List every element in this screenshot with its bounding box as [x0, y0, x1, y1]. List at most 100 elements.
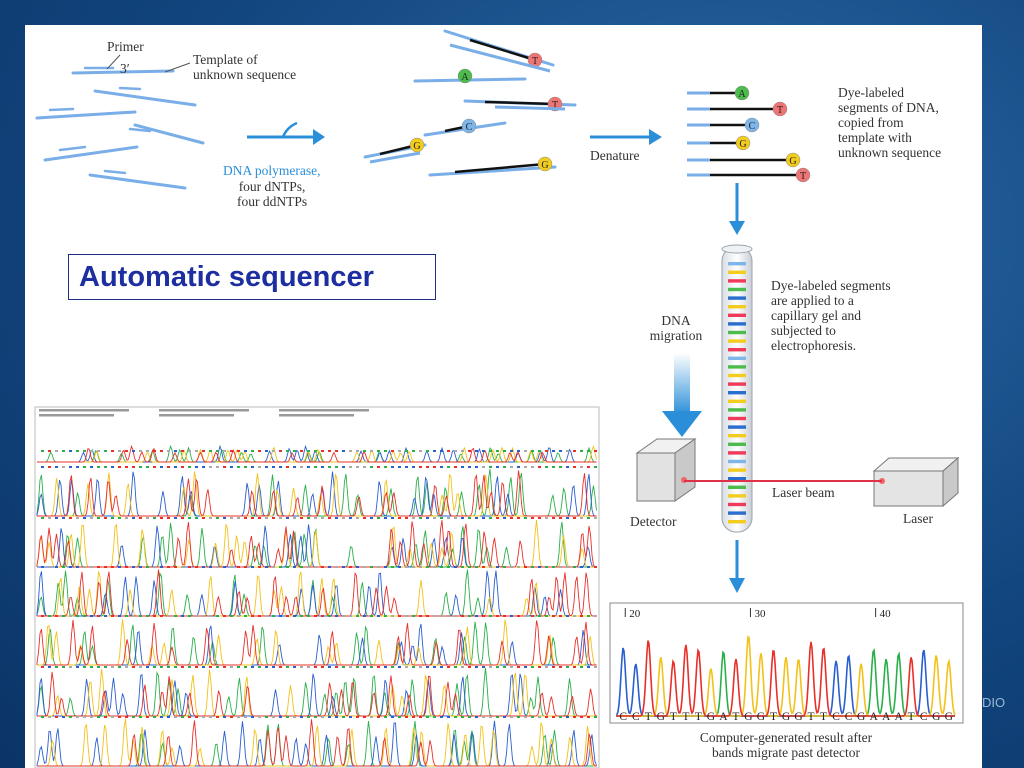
base-call: T	[770, 711, 777, 723]
brand-mark: DIO	[982, 695, 1006, 710]
svg-text:A: A	[461, 72, 469, 83]
detector-box	[635, 438, 697, 502]
gel-band	[728, 305, 746, 309]
nucleotide-tag: C	[461, 118, 477, 134]
base-call: C	[632, 711, 640, 723]
base-call: G	[657, 711, 665, 723]
nucleotides-label: four dNTPs, four ddNTPs	[237, 179, 308, 209]
laser-beam-label: Laser beam	[772, 485, 835, 500]
base-call: C	[832, 711, 840, 723]
laser-box	[872, 456, 960, 508]
gel-band	[728, 477, 746, 481]
base-call: G	[757, 711, 765, 723]
gel-band	[728, 339, 746, 343]
base-call: T	[808, 711, 815, 723]
down-arrow-to-result	[729, 540, 745, 593]
base-call: A	[895, 711, 904, 723]
gel-band	[728, 459, 746, 464]
gel-band	[728, 262, 746, 266]
base-call: A	[869, 711, 878, 723]
base-call: T	[908, 711, 915, 723]
migration-label: DNA migration	[649, 313, 703, 343]
base-call: G	[744, 711, 752, 723]
nucleotide-tag: A	[457, 68, 473, 84]
svg-text:G: G	[789, 156, 796, 167]
primer-pointer	[106, 54, 121, 70]
base-call: T	[645, 711, 652, 723]
base-call: G	[932, 711, 940, 723]
three-prime-label: 3′	[120, 61, 130, 76]
nucleotide-tag: T	[772, 101, 788, 117]
svg-text:T: T	[800, 171, 806, 182]
denature-arrow	[590, 129, 662, 145]
gel-band	[728, 502, 746, 507]
nucleotide-tag: A	[734, 85, 750, 101]
denature-label: Denature	[590, 148, 640, 163]
result-caption: Computer-generated result after bands mi…	[699, 730, 873, 760]
svg-text:T: T	[777, 105, 783, 116]
base-call: G	[794, 711, 802, 723]
gel-band	[728, 382, 746, 386]
gel-band	[728, 313, 746, 317]
gel-band	[728, 511, 746, 515]
tick-label: 20	[629, 608, 641, 620]
gel-band	[728, 399, 746, 403]
dye-labeled-segment: A	[687, 85, 750, 101]
base-call: C	[619, 711, 627, 723]
extension-product: C	[423, 118, 507, 137]
base-call: T	[682, 711, 689, 723]
extension-products: T A T C G G	[363, 29, 577, 177]
base-call: T	[695, 711, 702, 723]
gel-band	[728, 434, 746, 438]
svg-text:C: C	[749, 121, 756, 132]
gel-band	[728, 348, 746, 352]
gel-band	[728, 391, 746, 395]
svg-text:T: T	[552, 100, 558, 111]
base-call: C	[920, 711, 928, 723]
gel-band	[728, 416, 746, 421]
nucleotide-tag: G	[409, 137, 425, 153]
gel-band	[728, 279, 746, 283]
extension-product: G	[428, 156, 557, 177]
gel-band	[728, 442, 746, 446]
down-arrow-to-capillary	[729, 183, 745, 235]
gel-band	[728, 425, 746, 429]
migration-arrow	[662, 353, 702, 437]
svg-text:G: G	[413, 141, 420, 152]
gel-band	[728, 296, 746, 300]
nucleotide-tag: G	[785, 152, 801, 168]
title-box: Automatic sequencer	[68, 254, 436, 300]
svg-text:A: A	[738, 89, 746, 100]
gel-band	[728, 468, 746, 472]
gel-band	[728, 451, 746, 455]
gel-band	[728, 322, 746, 326]
svg-text:T: T	[532, 56, 538, 67]
dye-labeled-segment: T	[687, 167, 811, 183]
gel-band	[728, 373, 746, 378]
detector-label: Detector	[630, 514, 677, 529]
tick-label: 30	[754, 608, 766, 620]
base-call: G	[782, 711, 790, 723]
laser-label: Laser	[903, 511, 933, 526]
template-pointer	[164, 62, 191, 73]
dye-labeled-segment: G	[687, 152, 801, 168]
gel-band	[728, 485, 746, 489]
dye-labeled-segment: C	[687, 117, 760, 133]
extension-product: A	[413, 68, 527, 84]
nucleotide-tag: G	[735, 135, 751, 151]
template-strands	[35, 66, 205, 190]
gel-band	[728, 494, 746, 498]
base-call: A	[882, 711, 891, 723]
extension-product: G	[363, 137, 427, 159]
gel-band	[728, 330, 746, 335]
nucleotide-tag: C	[744, 117, 760, 133]
nucleotide-tag: T	[795, 167, 811, 183]
tick-label: 40	[880, 608, 892, 620]
polymerase-arrow	[247, 121, 325, 145]
nucleotide-tag: G	[537, 156, 553, 172]
slide-title: Automatic sequencer	[79, 261, 374, 293]
gel-band	[728, 520, 746, 524]
